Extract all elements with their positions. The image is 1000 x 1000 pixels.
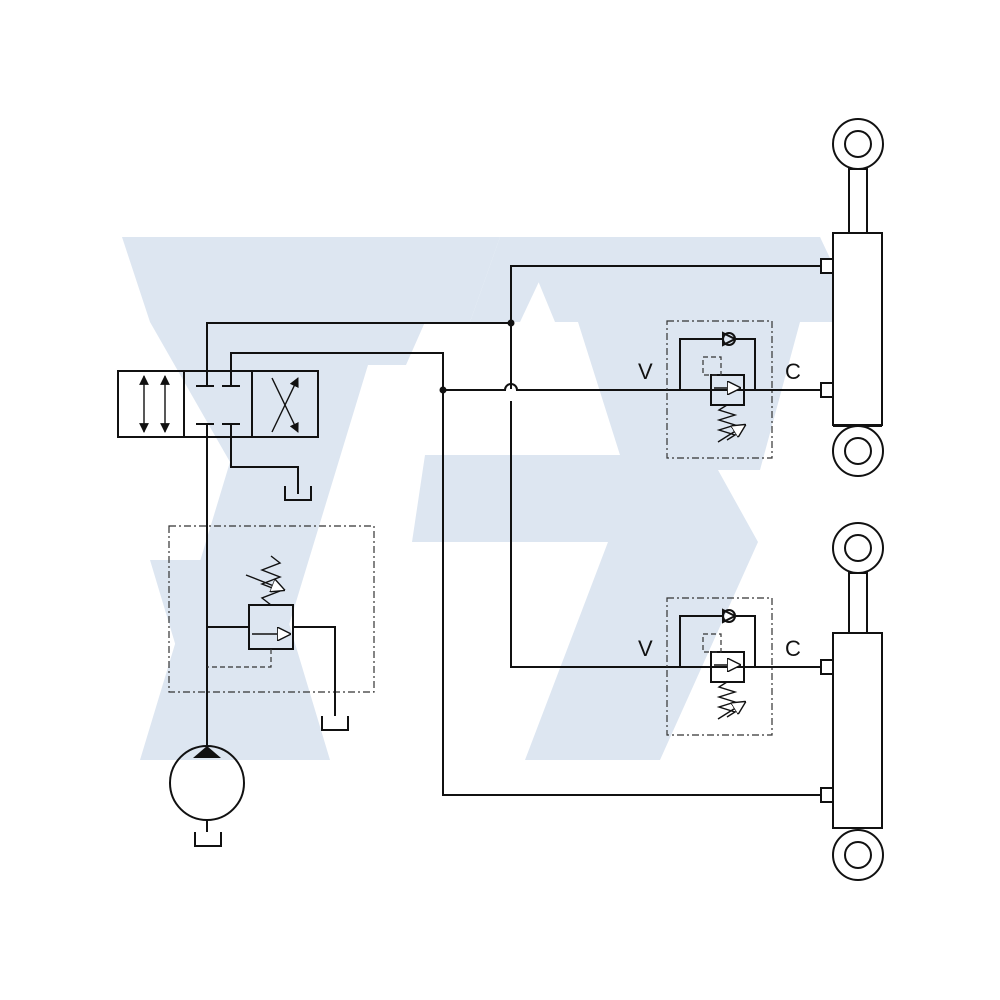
hydraulic-pump[interactable]	[169, 745, 245, 832]
port-c-label: C	[785, 359, 801, 384]
port-c-label: C	[785, 636, 801, 661]
junction-dot	[439, 386, 447, 394]
overcenter-valve-lower[interactable]: V C	[638, 597, 825, 736]
port-v-label: V	[638, 636, 653, 661]
tank-symbol	[194, 832, 222, 847]
hydraulic-lines	[206, 265, 825, 796]
tank-symbol	[321, 716, 349, 731]
hydraulic-cylinder-upper[interactable]	[820, 118, 884, 477]
junction-dot	[507, 319, 515, 327]
overcenter-valve-upper[interactable]: V C	[638, 320, 825, 459]
directional-control-valve[interactable]	[117, 370, 319, 438]
port-v-label: V	[638, 359, 653, 384]
pressure-relief-valve[interactable]	[168, 525, 375, 716]
tank-symbol	[284, 486, 312, 501]
hydraulic-cylinder-lower[interactable]	[820, 522, 884, 881]
